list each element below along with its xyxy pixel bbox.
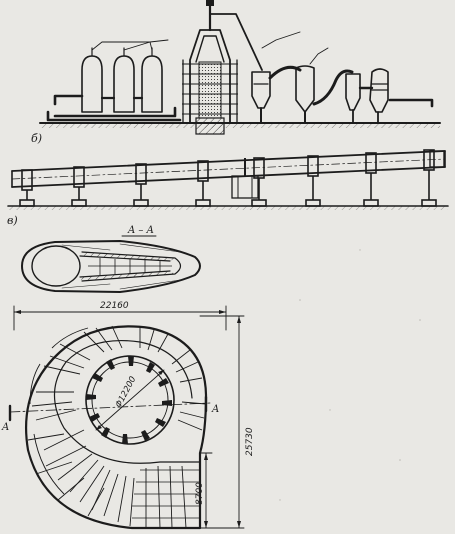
cyclone-group (251, 31, 434, 123)
dim-height: 25730 (245, 427, 255, 456)
paper-texture (279, 249, 421, 501)
kiln-supports (19, 149, 437, 207)
section-a-a: A – A (21, 225, 201, 293)
panel-v-label: в) (7, 214, 18, 227)
panel-b-rotary-kiln: б) (7, 132, 449, 210)
section-mark-left: A (1, 422, 9, 433)
panel-b-label: б) (31, 132, 42, 145)
section-mark-right: A (211, 404, 219, 415)
dim-width: 22160 (100, 301, 129, 311)
dim-diameter: Φ12200 (114, 375, 139, 409)
panel-v-cooler: в) A – A (1, 214, 255, 530)
furnace-tower (182, 0, 263, 135)
plan-view-spiral: Φ12200 (24, 325, 208, 530)
pipework-left (46, 94, 182, 122)
cutting-plane: A A (1, 395, 219, 433)
plant-schematic (39, 0, 441, 135)
storage-tanks (81, 39, 169, 113)
section-title: A – A (127, 225, 154, 236)
